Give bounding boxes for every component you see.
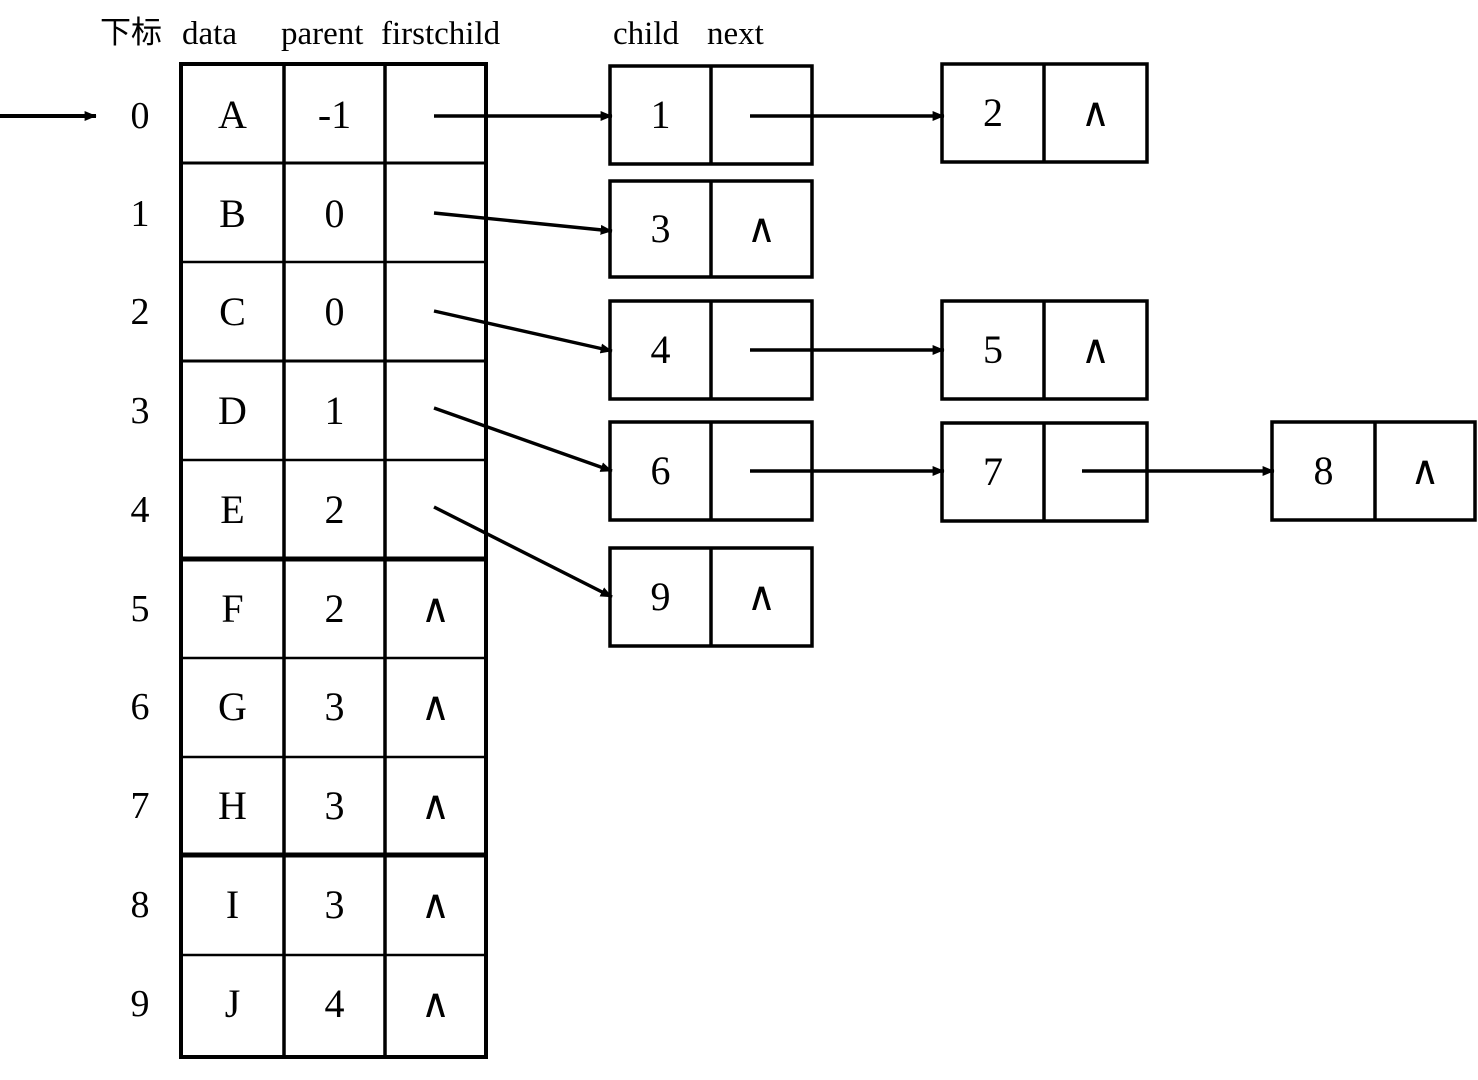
- cell-firstchild-6: ∧: [420, 684, 451, 729]
- cell-data-0: A: [218, 92, 247, 137]
- cell-parent-3: 1: [324, 388, 345, 433]
- cell-parent-0: -1: [317, 92, 352, 137]
- node-child-4: 4: [650, 327, 671, 372]
- cell-parent-4: 2: [324, 487, 345, 532]
- cell-parent-8: 3: [324, 882, 345, 927]
- header-label-child: child: [613, 16, 679, 52]
- node-child-6: 6: [650, 448, 671, 493]
- node-child-3: 3: [650, 206, 671, 251]
- node-child-2: 2: [983, 90, 1003, 135]
- cell-data-6: G: [218, 684, 247, 729]
- row-index-7: 7: [130, 785, 150, 827]
- cell-firstchild-5: ∧: [420, 586, 451, 631]
- header-label-firstchild: firstchild: [381, 16, 501, 52]
- row-index-2: 2: [130, 291, 150, 333]
- node-child-7: 7: [983, 449, 1003, 494]
- cell-firstchild-9: ∧: [420, 981, 451, 1026]
- firstchild-arrow-row-4: [433, 505, 613, 599]
- cell-data-8: I: [225, 882, 240, 927]
- row-index-4: 4: [130, 489, 150, 531]
- node-child-1: 1: [650, 92, 671, 137]
- row-index-6: 6: [130, 686, 150, 728]
- cell-parent-7: 3: [324, 783, 345, 828]
- cell-data-1: B: [219, 191, 246, 236]
- node-next-8: ∧: [1410, 448, 1440, 493]
- cell-data-4: E: [220, 487, 245, 532]
- cell-data-5: F: [221, 586, 244, 631]
- node-next-3: ∧: [746, 206, 777, 251]
- node-next-5: ∧: [1080, 327, 1111, 372]
- header-label-data: data: [182, 16, 237, 52]
- cell-data-2: C: [219, 289, 246, 334]
- row-index-3: 3: [130, 390, 150, 432]
- row-index-1: 1: [130, 193, 150, 235]
- firstchild-arrow-row-3: [433, 406, 613, 473]
- node-child-8: 8: [1313, 448, 1334, 493]
- firstchild-arrow-row-2: [433, 309, 613, 354]
- row-index-9: 9: [130, 983, 150, 1025]
- header-label-parent: parent: [281, 16, 364, 52]
- cell-parent-6: 3: [324, 684, 345, 729]
- cell-data-9: J: [224, 981, 241, 1026]
- node-child-9: 9: [650, 574, 671, 619]
- header-label-next: next: [707, 16, 764, 52]
- cell-parent-5: 2: [324, 586, 345, 631]
- header-label-index: 下标: [100, 15, 162, 51]
- node-next-9: ∧: [746, 574, 777, 619]
- cell-data-7: H: [218, 783, 247, 828]
- node-child-5: 5: [983, 327, 1003, 372]
- row-index-0: 0: [130, 95, 150, 137]
- cell-data-3: D: [218, 388, 247, 433]
- firstchild-arrow-row-1: [433, 211, 613, 235]
- node-next-2: ∧: [1080, 90, 1111, 135]
- cell-parent-9: 4: [324, 981, 345, 1026]
- cell-parent-1: 0: [324, 191, 345, 236]
- cell-firstchild-8: ∧: [420, 882, 451, 927]
- cell-firstchild-7: ∧: [420, 783, 451, 828]
- row-index-8: 8: [130, 884, 150, 926]
- row-index-5: 5: [130, 588, 150, 630]
- cell-parent-2: 0: [324, 289, 345, 334]
